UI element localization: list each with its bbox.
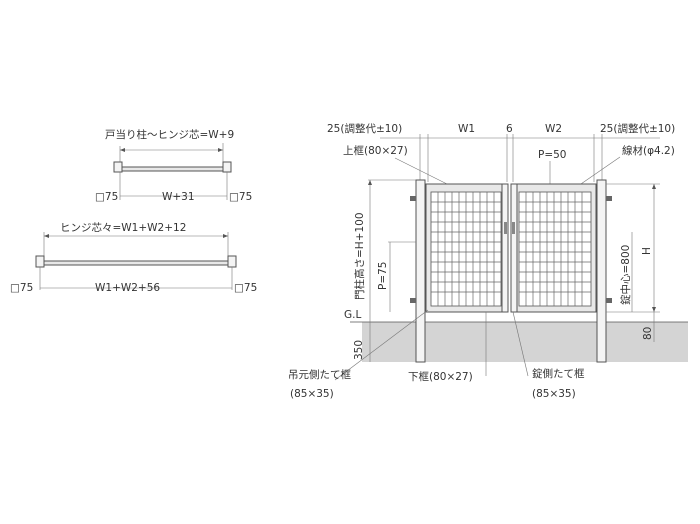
plan-view-single: 戸当り柱〜ヒンジ芯=W+9 □75 W+31 □75 xyxy=(95,128,252,203)
hinge-bottom-right xyxy=(606,298,612,303)
post-height-label: 門柱高さ=H+100 xyxy=(353,212,366,300)
top-frame-label: 上框(80×27) xyxy=(343,144,408,157)
plan-double-right-post xyxy=(227,255,237,268)
w1-label: W1 xyxy=(458,123,475,135)
lock-stile-right xyxy=(510,183,518,313)
plan-double-top-label: ヒンジ芯々=W1+W2+12 xyxy=(60,221,186,234)
embed-left-label: 350 xyxy=(353,340,365,360)
plan-double-left-post-label: □75 xyxy=(10,282,33,294)
elevation-view: G.L 25(調整代±10) W1 6 W2 25(調整代±10) 上框(80×… xyxy=(288,122,688,400)
plan-double-gate-bar xyxy=(41,260,233,266)
right-gate-post xyxy=(596,179,607,363)
embed-right-label: 80 xyxy=(642,327,654,340)
plan-single-width-label: W+31 xyxy=(162,191,195,203)
hinge-top-left xyxy=(410,196,416,201)
plan-double-width-label: W1+W2+56 xyxy=(95,282,160,294)
adj-left-label: 25(調整代±10) xyxy=(327,122,402,135)
adj-right-label: 25(調整代±10) xyxy=(600,122,675,135)
plan-single-top-label: 戸当り柱〜ヒンジ芯=W+9 xyxy=(105,128,234,141)
w2-label: W2 xyxy=(545,123,562,135)
right-mesh xyxy=(519,192,591,306)
height-label: H xyxy=(641,247,653,255)
ground-area xyxy=(362,322,688,362)
lock-post-label: 錠側たて框 xyxy=(532,367,585,380)
hinge-post-size-label: (85×35) xyxy=(290,388,334,400)
bottom-frame-label: 下框(80×27) xyxy=(408,370,473,383)
plan-view-double: ヒンジ芯々=W1+W2+12 □75 W1+W2+56 □75 xyxy=(10,221,257,294)
plan-single-right-post-label: □75 xyxy=(229,191,252,203)
lock-handle-left xyxy=(504,222,507,234)
gap-label: 6 xyxy=(506,123,513,135)
hinge-post-label: 吊元側たて框 xyxy=(288,368,351,381)
plan-single-left-post xyxy=(113,161,123,173)
lock-stile-left xyxy=(501,183,509,313)
hinge-bottom-left xyxy=(410,298,416,303)
plan-single-right-post xyxy=(222,161,232,173)
left-mesh xyxy=(431,192,501,306)
gl-label: G.L xyxy=(344,309,361,321)
plan-single-left-post-label: □75 xyxy=(95,191,118,203)
lock-handle-right xyxy=(512,222,515,234)
pitch-label: P=50 xyxy=(538,149,567,161)
side-pitch-label: P=75 xyxy=(377,262,389,291)
plan-double-right-post-label: □75 xyxy=(234,282,257,294)
wire-label: 線材(φ4.2) xyxy=(622,144,675,157)
lock-post-size-label: (85×35) xyxy=(532,388,576,400)
plan-double-left-post xyxy=(35,255,45,268)
hinge-top-right xyxy=(606,196,612,201)
left-gate-post xyxy=(415,179,426,363)
plan-single-gate-bar xyxy=(118,166,226,172)
lock-center-label: 錠中心=800 xyxy=(619,245,632,305)
